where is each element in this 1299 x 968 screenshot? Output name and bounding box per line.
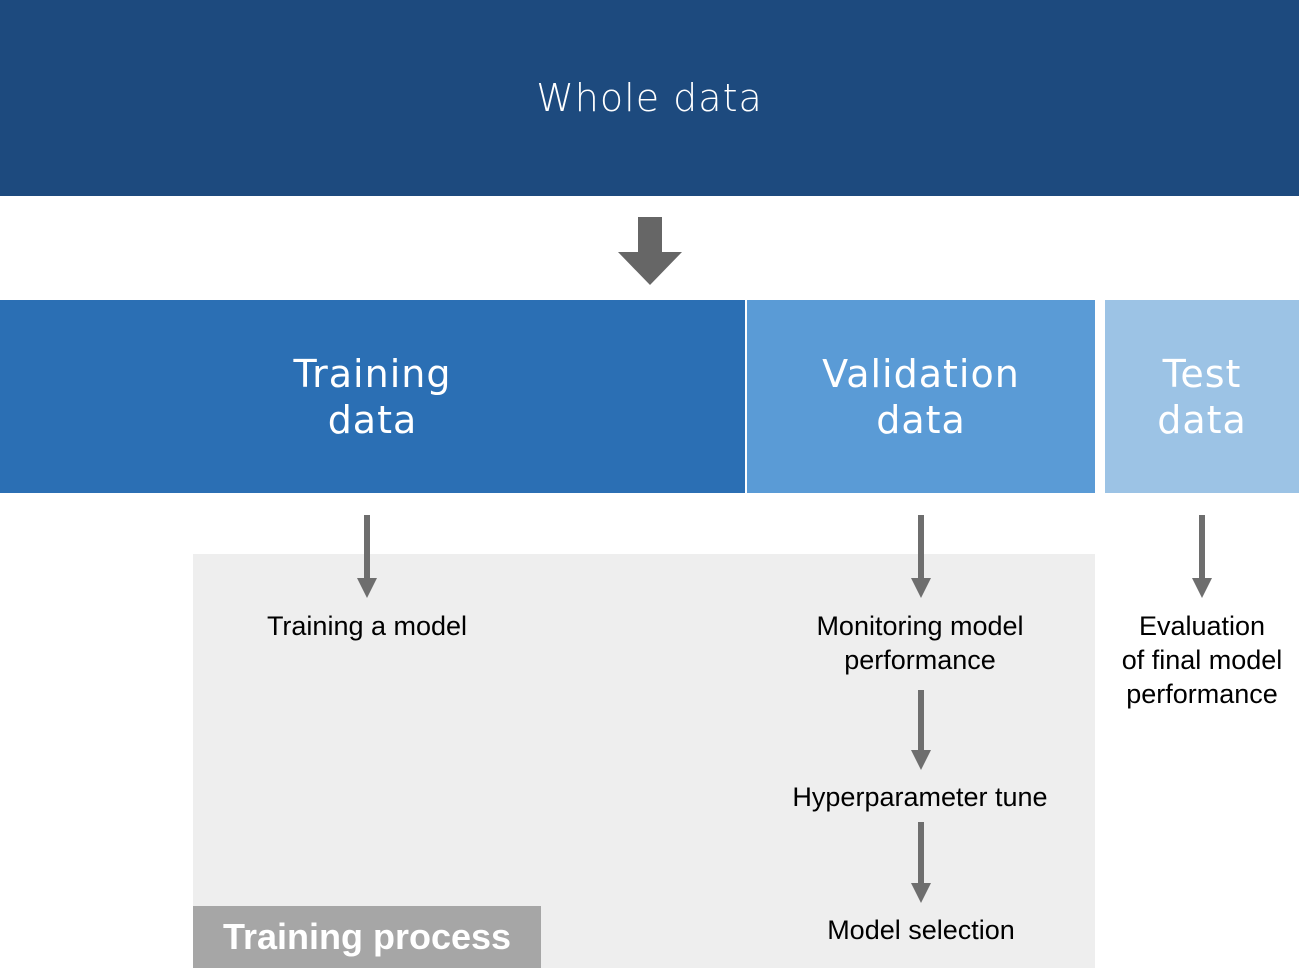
test-data-block: Test data bbox=[1105, 300, 1299, 493]
step-evaluation-final-model: Evaluation of final model performance bbox=[1105, 609, 1299, 711]
step-monitoring-line1: Monitoring model bbox=[816, 611, 1024, 641]
validation-data-block: Validation data bbox=[747, 300, 1095, 493]
training-process-panel bbox=[193, 554, 1095, 968]
split-divider bbox=[745, 300, 747, 493]
training-data-label-line1: Training bbox=[293, 351, 452, 396]
step-monitoring-line2: performance bbox=[844, 645, 996, 675]
step-evaluation-line3: performance bbox=[1126, 679, 1278, 709]
step-evaluation-line1: Evaluation bbox=[1138, 611, 1266, 641]
training-process-label: Training process bbox=[193, 906, 541, 968]
training-data-label-line2: data bbox=[327, 397, 418, 442]
validation-data-label-line2: data bbox=[876, 397, 966, 442]
validation-data-label-line1: Validation bbox=[822, 351, 1020, 396]
step-hyperparameter-tune: Hyperparameter tune bbox=[792, 782, 1048, 812]
training-data-block: Training data bbox=[0, 300, 745, 493]
step-monitoring-model-performance: Monitoring model performance bbox=[770, 609, 1070, 677]
step-model-selection: Model selection bbox=[827, 915, 1015, 945]
whole-data-label: Whole data bbox=[536, 76, 763, 120]
step-training-a-model: Training a model bbox=[266, 611, 468, 641]
test-data-label-line2: data bbox=[1157, 397, 1247, 442]
split-arrow-icon bbox=[618, 217, 682, 285]
step-evaluation-line2: of final model bbox=[1121, 645, 1283, 675]
whole-data-block: Whole data bbox=[0, 0, 1299, 196]
test-data-label-line1: Test bbox=[1162, 351, 1242, 396]
